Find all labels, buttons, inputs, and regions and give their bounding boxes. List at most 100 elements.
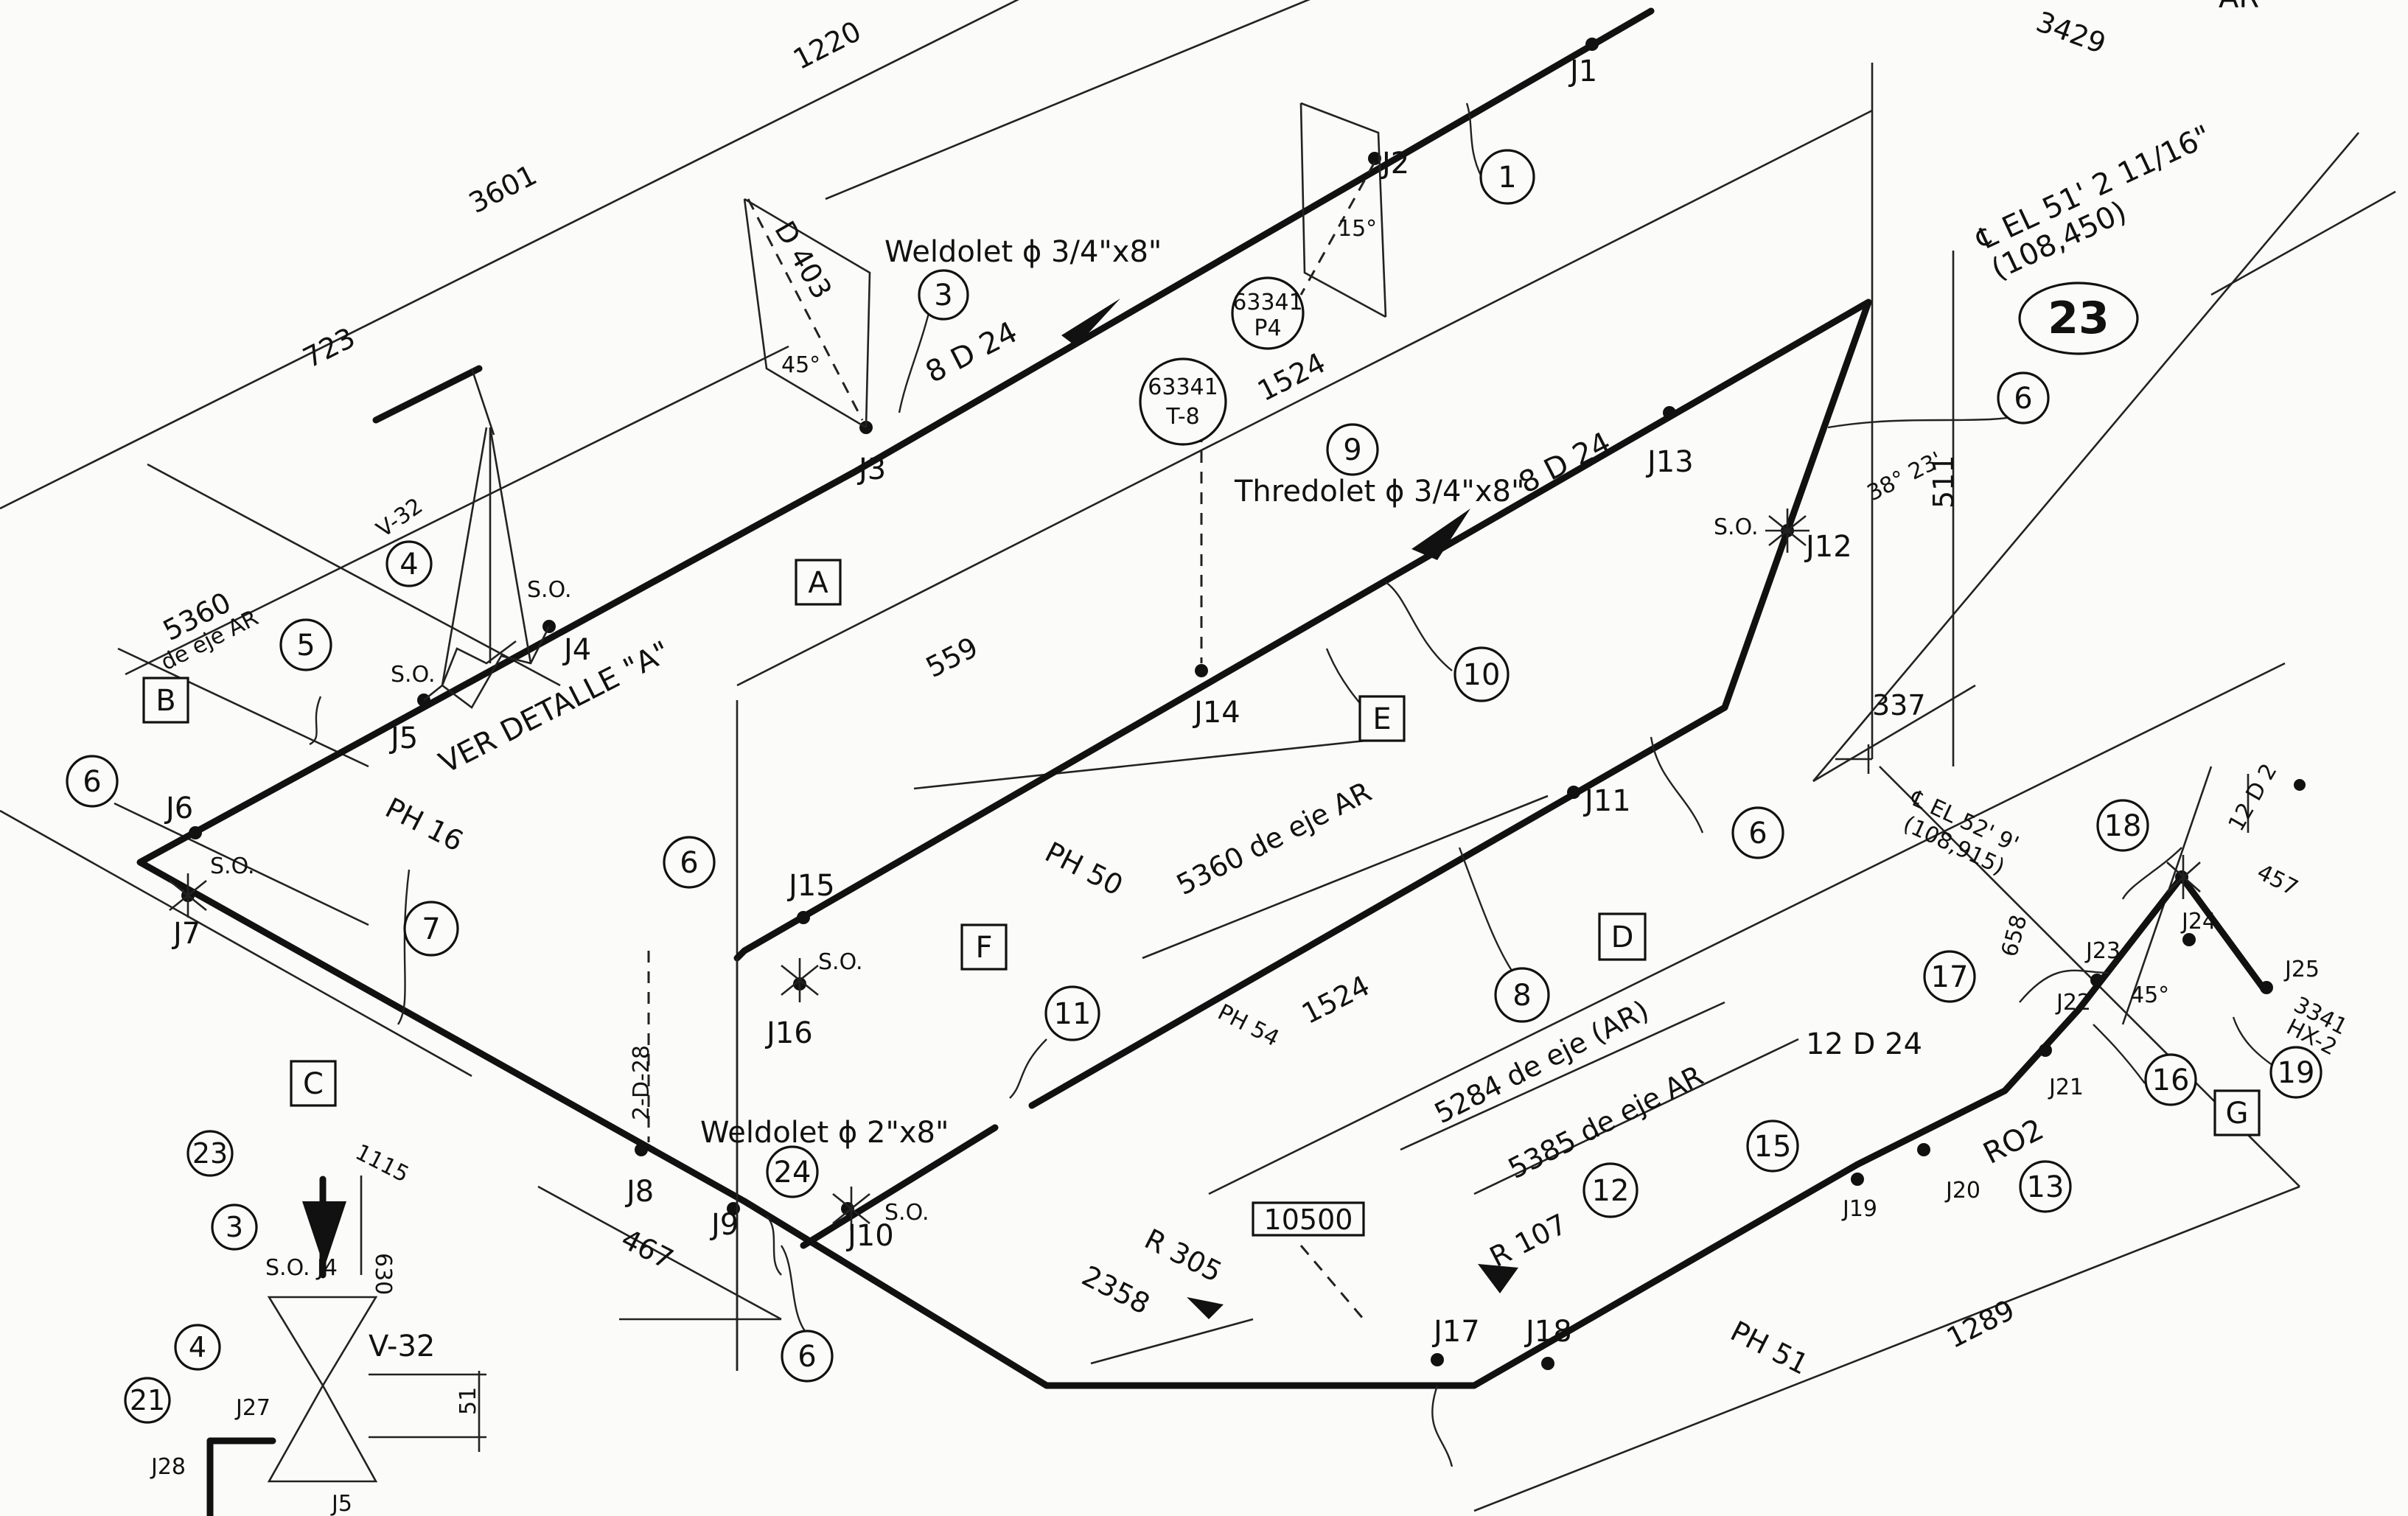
svg-text:4: 4 — [399, 548, 418, 581]
callout-24: 24 — [766, 1145, 819, 1198]
callout-16: 16 — [2144, 1053, 2197, 1106]
svg-text:6: 6 — [83, 765, 101, 799]
detail-callout-3: 3 — [211, 1204, 258, 1251]
dimension: 658 — [1997, 912, 2033, 960]
dimension: 2358 — [1077, 1260, 1155, 1321]
support-ph16: PH 16 — [380, 792, 469, 858]
joint-label: J7 — [171, 917, 200, 951]
support-ph51: PH 51 — [1725, 1315, 1814, 1381]
callout-17: 17 — [1923, 950, 1976, 1003]
detail-callout-23: 23 — [186, 1130, 234, 1177]
joint-label: J8 — [624, 1175, 654, 1209]
sheet-number: 23 — [2048, 293, 2109, 344]
dimension: 457 — [2252, 859, 2302, 901]
svg-text:P4: P4 — [1254, 315, 1281, 341]
callout-9: 9 — [1326, 423, 1379, 476]
angle: 45° — [2130, 982, 2169, 1008]
section-D: D — [1598, 912, 1647, 961]
callout-15: 15 — [1746, 1119, 1799, 1173]
callout-6b: 6 — [1997, 371, 2050, 425]
svg-text:C: C — [303, 1067, 324, 1101]
dimension: 1524 — [1252, 346, 1330, 408]
joint-label: J6 — [164, 792, 193, 825]
angle: 45° — [781, 352, 820, 378]
sheet-number-bubble — [2018, 282, 2139, 355]
joint-label: J3 — [856, 453, 886, 486]
detail-callout-21: 21 — [124, 1377, 171, 1424]
svg-text:D: D — [1611, 921, 1634, 954]
joint-label: J23 — [2084, 938, 2121, 964]
joint-label: J24 — [2180, 909, 2216, 935]
svg-text:12: 12 — [1592, 1174, 1630, 1208]
svg-text:18: 18 — [2104, 809, 2142, 843]
callout-10: 10 — [1453, 646, 1510, 702]
joint-label: J22 — [2055, 990, 2091, 1016]
dimension: R 107 — [1484, 1207, 1572, 1274]
tag-t8: 63341 T-8 — [1139, 357, 1227, 446]
dimension-box — [1252, 1201, 1365, 1237]
svg-text:T-8: T-8 — [1165, 404, 1199, 430]
dimension: 511 — [1927, 455, 1960, 509]
section-B: B — [142, 677, 189, 724]
svg-text:63341: 63341 — [1232, 290, 1302, 315]
detail-support: S.O. J4 — [265, 1255, 338, 1281]
svg-text:8: 8 — [1512, 979, 1531, 1013]
svg-text:23: 23 — [192, 1137, 228, 1170]
support-so: S.O. — [391, 662, 436, 688]
callout-8: 8 — [1494, 967, 1550, 1023]
dimension: 10500 — [1264, 1204, 1353, 1236]
callout-12: 12 — [1582, 1162, 1639, 1218]
section-F: F — [960, 923, 1008, 971]
corner-label: AR — [2219, 0, 2259, 15]
joint-label: J12 — [1804, 530, 1852, 564]
note-v32: V-32 — [372, 493, 428, 543]
valve-v32-sketch — [372, 365, 551, 709]
svg-text:17: 17 — [1931, 960, 1969, 994]
svg-text:3: 3 — [934, 279, 952, 312]
svg-text:9: 9 — [1343, 433, 1361, 467]
note-thredolet: Thredolet ϕ 3/4"x8" — [1234, 475, 1524, 509]
callout-19: 19 — [2269, 1046, 2323, 1099]
callout-1: 1 — [1479, 149, 1535, 205]
joint-label: J13 — [1645, 445, 1694, 479]
support-ph50: PH 50 — [1040, 836, 1128, 902]
svg-text:5: 5 — [296, 629, 315, 663]
section-E: E — [1358, 695, 1406, 742]
joint-label: J16 — [764, 1016, 813, 1050]
support-so: S.O. — [884, 1200, 929, 1226]
svg-text:A: A — [808, 566, 828, 600]
pipe-line-2: 8 D 24 — [1514, 426, 1616, 500]
note-detail: VER DETALLE "A" — [434, 635, 676, 780]
dimension: 630 — [370, 1253, 396, 1295]
joint-label: J21 — [2048, 1075, 2084, 1100]
svg-text:13: 13 — [2027, 1170, 2065, 1204]
support-ph54: PH 54 — [1213, 999, 1283, 1052]
note-weldolet: Weldolet ϕ 3/4"x8" — [884, 235, 1162, 269]
dimension: 559 — [921, 631, 983, 684]
pipe-line-1: 8 D 24 — [921, 315, 1023, 390]
svg-text:1: 1 — [1498, 161, 1516, 195]
dimension: 467 — [616, 1223, 679, 1276]
svg-text:F: F — [975, 931, 992, 965]
joint-label: J20 — [1944, 1178, 1981, 1204]
pipe-line-4: 2-D-28 — [629, 1045, 655, 1120]
callout-3: 3 — [918, 269, 969, 321]
pipe-line-3: 12 D 24 — [1806, 1027, 1922, 1061]
joint-label: J4 — [562, 633, 591, 667]
joint-label: J1 — [1568, 55, 1597, 88]
svg-text:24: 24 — [774, 1156, 812, 1190]
dimension: 723 — [298, 321, 360, 374]
section-G: G — [2213, 1089, 2261, 1136]
joint-label: J10 — [845, 1219, 894, 1253]
detail-callout-4: 4 — [174, 1324, 221, 1371]
dimension: 5360 de eje AR — [1171, 775, 1377, 901]
support-so: S.O. — [1714, 514, 1759, 540]
joint-label: J9 — [709, 1208, 739, 1242]
section-C: C — [290, 1060, 337, 1107]
note-v32-detail: V-32 — [369, 1330, 435, 1363]
support-frames — [647, 102, 1872, 1371]
callout-5: 5 — [279, 618, 332, 671]
pipe-line-5: 12 D 2 — [2224, 759, 2283, 836]
joint-label: J14 — [1192, 696, 1240, 730]
